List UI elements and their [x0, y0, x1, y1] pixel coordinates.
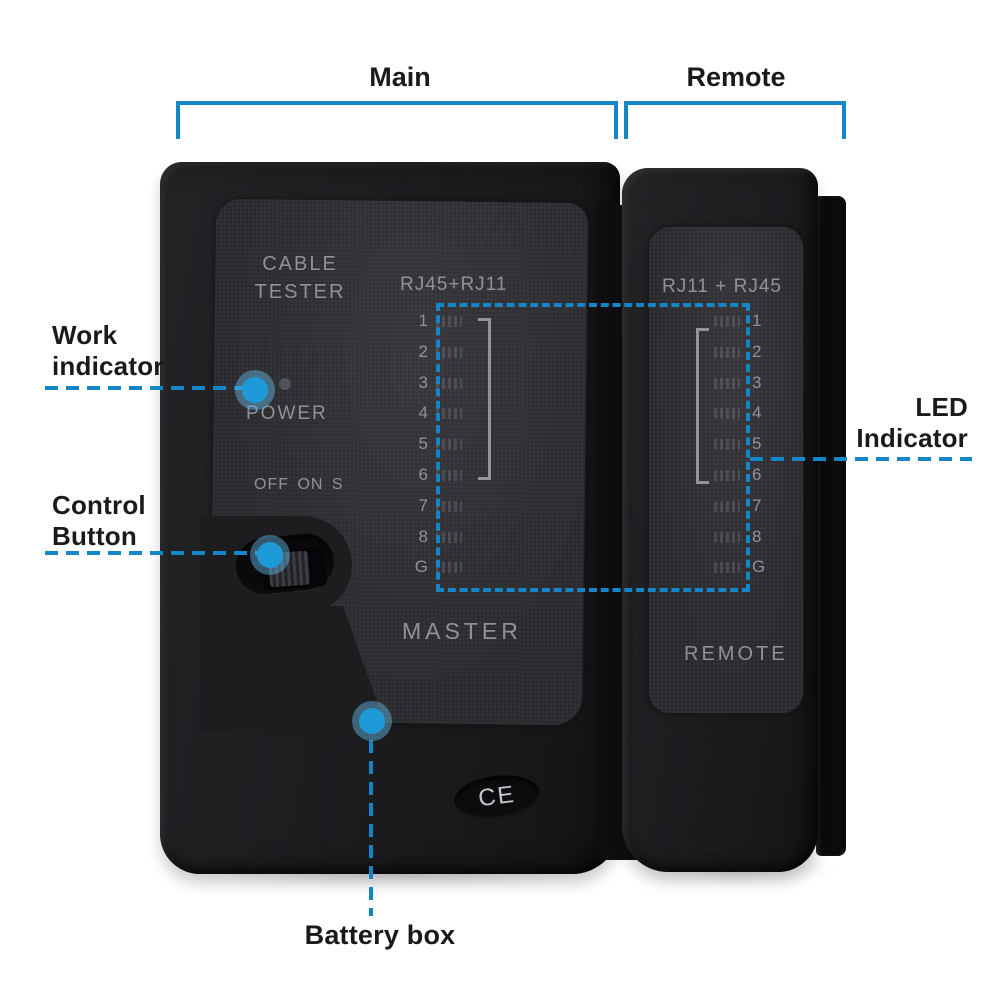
work-indicator-dot [242, 377, 268, 403]
led-window [436, 470, 462, 481]
led-window [436, 377, 462, 389]
led-row: 1 [0, 308, 1000, 338]
battery-box-label: Battery box [304, 920, 456, 950]
remote-side-flange [816, 196, 846, 856]
remote-span-bracket-right-stub [842, 101, 846, 139]
led-row: 3 [0, 370, 1000, 400]
led-window [714, 500, 740, 512]
control-button-dot [257, 542, 283, 568]
control-button-label: Control Button [52, 490, 146, 552]
led-indicator-line2: Indicator [856, 423, 968, 453]
led-window [714, 377, 740, 389]
work-indicator-line2: indicator [52, 351, 164, 381]
main-span-bracket-right-stub [614, 101, 618, 139]
led-row: 2 [0, 339, 1000, 369]
remote-port-label: RJ11 + RJ45 [662, 276, 782, 297]
led-row: 8 [0, 524, 1000, 554]
remote-pair-bracket [696, 328, 709, 484]
led-window [714, 470, 740, 481]
led-row: 5 [0, 431, 1000, 461]
work-indicator-label: Work indicator [52, 320, 164, 382]
brand-line2: TESTER [254, 281, 346, 303]
led-window [714, 439, 740, 451]
led-row: 1 [0, 308, 1000, 338]
led-number-label: 2 [752, 341, 762, 361]
led-window [436, 346, 462, 358]
remote-label: REMOTE [684, 643, 788, 665]
led-window [714, 316, 740, 327]
led-row: 3 [0, 370, 1000, 400]
led-number-label: 6 [752, 465, 762, 484]
led-row: 8 [0, 524, 1000, 554]
led-row: 2 [0, 339, 1000, 369]
led-number-label: 1 [752, 311, 762, 330]
led-number-label: G [414, 557, 428, 577]
battery-box-leader-line [369, 740, 373, 916]
led-region-outline [436, 303, 750, 592]
main-pair-bracket [478, 318, 491, 480]
led-indicator-label: LED Indicator [820, 392, 968, 454]
led-window [436, 500, 462, 512]
master-label: MASTER [402, 618, 522, 644]
control-button-leader-line [45, 551, 260, 555]
led-number-label: 5 [752, 434, 762, 454]
led-window [436, 408, 462, 420]
led-window [714, 408, 740, 420]
brand-text: CABLE TESTER [238, 250, 362, 306]
remote-span-bracket-left-stub [624, 101, 628, 139]
led-window [436, 562, 462, 574]
main-port-label: RJ45+RJ11 [400, 274, 508, 295]
brand-line1: CABLE [262, 253, 338, 275]
led-number-label: G [752, 557, 766, 577]
led-row: 4 [0, 400, 1000, 430]
led-number-label: 2 [418, 341, 428, 361]
led-row: 7 [0, 493, 1000, 523]
led-row: 4 [0, 400, 1000, 430]
led-number-label: 6 [418, 465, 428, 484]
span-label-remote: Remote [686, 62, 786, 92]
led-number-label: 8 [418, 526, 428, 546]
remote-unit-panel [648, 226, 804, 714]
led-window [436, 316, 462, 327]
led-window [436, 439, 462, 451]
control-button-line2: Button [52, 521, 137, 551]
battery-box-dot [359, 708, 385, 734]
led-window [436, 531, 462, 543]
work-indicator-line1: Work [52, 320, 118, 350]
led-number-label: 4 [752, 403, 762, 423]
led-row: 6 [0, 462, 1000, 492]
led-indicator-leader-line [750, 457, 972, 461]
led-number-label: 1 [418, 311, 428, 330]
power-label: POWER [246, 403, 328, 424]
led-window [714, 346, 740, 358]
led-row: G [0, 554, 1000, 584]
led-number-label: 5 [418, 434, 428, 454]
power-led [279, 378, 291, 390]
led-window [714, 531, 740, 543]
led-number-label: 4 [418, 403, 428, 423]
led-row: G [0, 554, 1000, 584]
led-row: 5 [0, 431, 1000, 461]
switch-label: OFF ON S [254, 476, 344, 493]
span-label-main: Main [369, 62, 431, 92]
led-number-label: 7 [418, 495, 428, 515]
led-number-label: 7 [752, 495, 762, 515]
control-button-line1: Control [52, 490, 146, 520]
led-row: 6 [0, 462, 1000, 492]
led-window [714, 562, 740, 574]
remote-span-bracket [624, 101, 846, 105]
led-number-label: 3 [418, 372, 428, 392]
led-number-label: 3 [752, 372, 762, 392]
led-number-label: 8 [752, 526, 762, 546]
led-row: 7 [0, 493, 1000, 523]
main-span-bracket [176, 101, 618, 105]
work-indicator-leader-line [45, 386, 245, 390]
led-indicator-line1: LED [915, 392, 968, 422]
main-span-bracket-left-stub [176, 101, 180, 139]
